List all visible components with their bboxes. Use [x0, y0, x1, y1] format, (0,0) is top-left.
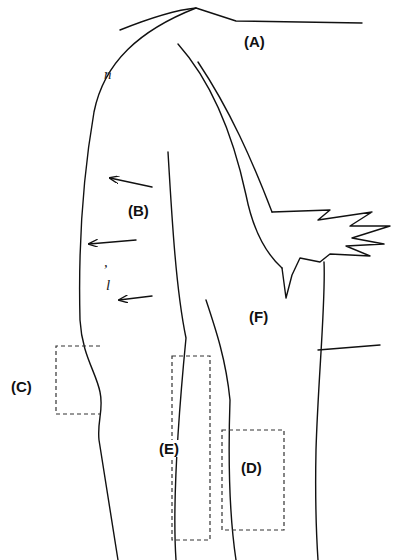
region-label: (C) — [10, 378, 33, 395]
body-outline — [80, 8, 196, 560]
text-fragment: l — [106, 277, 110, 294]
wing-feathers — [272, 210, 390, 298]
direction-arrow — [119, 296, 152, 300]
region-label: (E) — [158, 440, 180, 457]
region-label: (A) — [243, 33, 266, 50]
wing-line — [178, 44, 282, 268]
region-box — [56, 346, 100, 414]
text-fragment: , — [104, 254, 108, 271]
text-fragment: n — [104, 66, 112, 83]
direction-arrow — [89, 240, 136, 244]
body-line — [318, 345, 380, 350]
region-label: (D) — [240, 459, 263, 476]
leg-line — [168, 152, 186, 560]
wing-line — [198, 62, 272, 212]
region-box — [222, 430, 284, 530]
region-label: (F) — [248, 308, 269, 325]
body-outline — [316, 262, 325, 560]
direction-arrow — [110, 178, 152, 187]
region-label: (B) — [127, 202, 150, 219]
